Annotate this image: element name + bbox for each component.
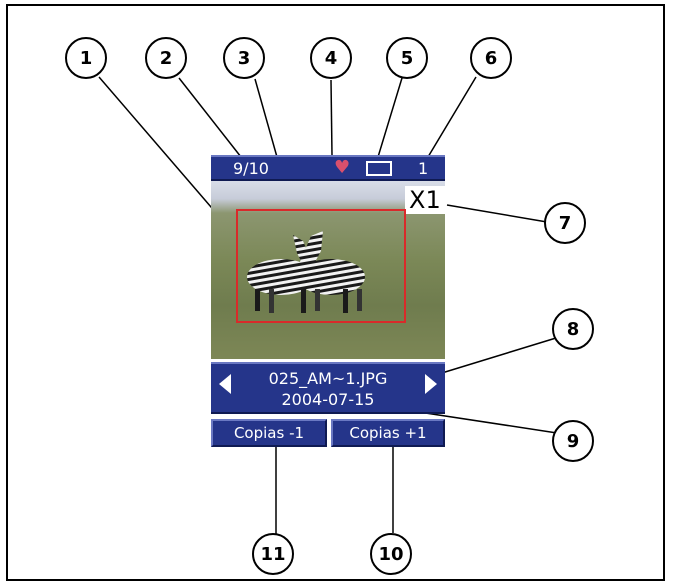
leader-3	[254, 78, 278, 158]
callout-7: 7	[544, 202, 586, 244]
file-name: 025_AM~1.JPG	[268, 369, 388, 388]
callout-9: 9	[552, 420, 594, 462]
arrow-left-icon[interactable]	[219, 374, 231, 394]
file-info-bar: 025_AM~1.JPG 2004-07-15	[211, 362, 445, 414]
callout-5: 5	[386, 37, 428, 79]
copies-count: 1	[418, 159, 429, 178]
leader-4	[330, 79, 333, 156]
leader-2	[178, 77, 242, 158]
callout-4: 4	[310, 37, 352, 79]
frame-icon[interactable]	[366, 161, 392, 176]
file-date: 2004-07-15	[281, 390, 375, 409]
diagram-frame	[6, 4, 665, 581]
callout-10: 10	[370, 533, 412, 575]
copies-minus-button[interactable]: Copias -1	[211, 419, 327, 447]
leader-5	[377, 77, 403, 158]
copies-plus-button[interactable]: Copias +1	[331, 419, 445, 447]
callout-8: 8	[552, 308, 594, 350]
arrow-right-icon[interactable]	[425, 374, 437, 394]
callout-6: 6	[470, 37, 512, 79]
callout-3: 3	[223, 37, 265, 79]
callout-1: 1	[65, 37, 107, 79]
leader-6	[427, 76, 477, 158]
zebra-illustration	[247, 231, 365, 313]
zoom-label: X1	[405, 186, 445, 214]
crop-box[interactable]	[236, 209, 406, 323]
callout-2: 2	[145, 37, 187, 79]
leader-7	[446, 204, 548, 223]
heart-icon[interactable]: ♥	[334, 157, 351, 178]
image-counter: 9/10	[233, 159, 269, 178]
status-bar: 9/10 ♥ 1	[211, 155, 445, 181]
callout-11: 11	[252, 533, 294, 575]
